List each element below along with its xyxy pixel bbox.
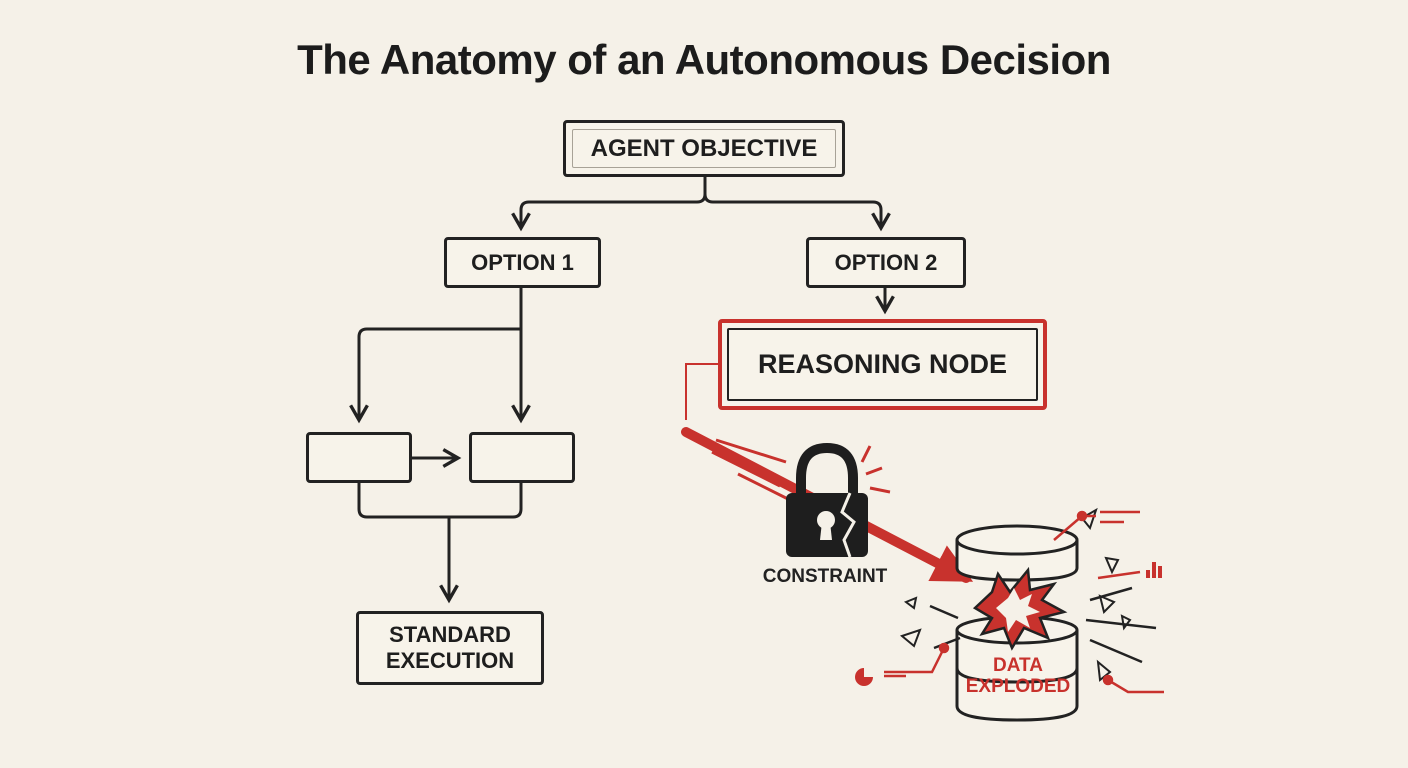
reasoning-leader-line [685,363,718,420]
process-step-b [469,432,575,483]
constraint-label: CONSTRAINT [762,566,888,587]
reasoning-node-label: REASONING NODE [757,349,1008,379]
option-1-label: OPTION 1 [471,249,574,275]
standard-execution-label-line2: EXECUTION [385,648,515,673]
standard-execution-label-line1: STANDARD [389,622,511,647]
option-1-node: OPTION 1 [444,237,601,288]
reasoning-node: REASONING NODE [718,319,1047,410]
data-exploded-label-line2: EXPLODED [965,676,1071,697]
agent-objective-label: AGENT OBJECTIVE [590,134,818,162]
branch-connector [511,177,891,232]
option1-split-connector [349,288,531,468]
merge-connector [357,483,523,604]
process-step-a [306,432,412,483]
broken-padlock-icon [786,442,891,558]
agent-objective-node: AGENT OBJECTIVE [563,120,845,177]
data-exploded-label: DATA EXPLODED [956,655,1080,697]
diagram-title: The Anatomy of an Autonomous Decision [297,36,1111,83]
option-2-label: OPTION 2 [834,249,938,275]
data-exploded-label-line1: DATA [993,655,1043,676]
exploding-database-icon [855,507,1164,722]
option-2-node: OPTION 2 [806,237,966,288]
standard-execution-node: STANDARD EXECUTION [356,611,544,685]
